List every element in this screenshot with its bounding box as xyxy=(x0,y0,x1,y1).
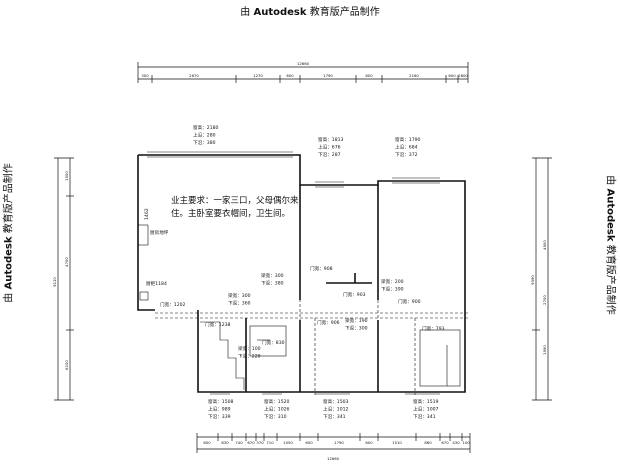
dimension-right-segment: 2700 xyxy=(542,295,547,305)
dimension-left-total: 9110 xyxy=(52,277,57,287)
window-label: 窗高：1790 xyxy=(395,136,421,143)
window-label: 上沿：280 xyxy=(193,132,216,139)
door-label: 门宽：908 xyxy=(310,265,333,272)
dimension-right-segment: 1990 xyxy=(542,345,547,355)
beam-label: 下返：390 xyxy=(381,286,404,293)
window-label: 上沿：989 xyxy=(208,406,231,413)
beam-label: 下返：300 xyxy=(345,325,368,332)
door-label: 门宽：900 xyxy=(398,298,421,305)
dimension-top-segment: 2160 xyxy=(409,73,419,78)
dimension-top-segment: 2800 xyxy=(458,73,468,78)
beam-label: 下返：380 xyxy=(261,280,284,287)
owner-requirement-note: 业主要求：一家三口，父母偶尔来住。主卧室要衣帽间，卫生间。 xyxy=(171,196,299,219)
dimension-top-segment: 2670 xyxy=(189,73,199,78)
window-label: 下沿：372 xyxy=(395,151,418,158)
beam-label: 下返：220 xyxy=(238,353,261,360)
dimension-left-segment: 6100 xyxy=(64,360,69,370)
dimension-bottom-segment: 100 xyxy=(462,440,470,445)
watermark-top: 由 Autodesk 教育版产品制作 xyxy=(240,7,380,18)
dimension-bottom-segment: 1790 xyxy=(334,440,344,445)
window-label: 窗高：1508 xyxy=(208,398,234,405)
beam-label: 梁宽：200 xyxy=(381,278,404,285)
dimension-top-segment: 600 xyxy=(286,73,294,78)
dimension-bottom-segment: 430 xyxy=(452,440,460,445)
misc-label: 厨房地坪 xyxy=(150,229,169,236)
dimension-bottom-segment: 830 xyxy=(221,440,229,445)
window-label: 下沿：287 xyxy=(318,151,341,158)
dimension-bottom-total: 12660 xyxy=(327,456,340,461)
misc-label: 1462 xyxy=(144,208,150,220)
window-label: 窗高：1503 xyxy=(323,398,349,405)
door-label: 门宽：1202 xyxy=(160,301,186,308)
window-label: 下沿：341 xyxy=(323,413,346,420)
dimension-top-segment: 1270 xyxy=(253,73,263,78)
dimension-top-total: 12660 xyxy=(297,61,310,66)
dimension-bottom-segment: 670 xyxy=(441,440,449,445)
dimension-top-segment: 300 xyxy=(141,73,149,78)
window-label: 窗高：1813 xyxy=(318,136,344,143)
dimension-bottom-segment: 1050 xyxy=(283,440,293,445)
dimension-right-segment: 4900 xyxy=(542,240,547,250)
window-label: 下沿：310 xyxy=(264,413,287,420)
beam-label: 下返：360 xyxy=(228,300,251,307)
window-label: 上沿：676 xyxy=(318,144,341,151)
dimension-left-segment: 1500 xyxy=(64,171,69,181)
door-label: 门宽：903 xyxy=(343,291,366,298)
dimension-bottom-segment: 370 xyxy=(256,440,264,445)
beam-label: 梁宽：100 xyxy=(238,345,261,352)
door-label: 门宽：830 xyxy=(262,339,285,346)
door-label: 门宽：906 xyxy=(317,319,340,326)
dimension-bottom-segment: 600 xyxy=(365,440,373,445)
dimension-left-segment: 4700 xyxy=(64,257,69,267)
dimension-bottom-segment: 860 xyxy=(424,440,432,445)
dimension-bottom-segment: 710 xyxy=(266,440,274,445)
window-label: 窗高：1520 xyxy=(264,398,290,405)
window-label: 上沿：1012 xyxy=(323,406,349,413)
window-label: 上沿：1026 xyxy=(264,406,290,413)
window-label: 窗高：1519 xyxy=(413,398,439,405)
dimension-top-segment: 800 xyxy=(365,73,373,78)
dimension-top-segment: 600 xyxy=(448,73,456,78)
dimension-bottom-segment: 600 xyxy=(305,440,313,445)
window-label: 窗高：2180 xyxy=(193,124,219,131)
dimension-bottom-segment: 1510 xyxy=(392,440,402,445)
beam-label: 梁宽：300 xyxy=(261,272,284,279)
window-label: 下沿：380 xyxy=(193,139,216,146)
dimension-right-total: 9390 xyxy=(530,275,535,285)
dimension-bottom-segment: 600 xyxy=(203,440,211,445)
dimension-bottom-segment: 670 xyxy=(247,440,255,445)
beam-label: 梁宽：190 xyxy=(345,317,368,324)
window-label: 上沿：684 xyxy=(395,144,418,151)
door-label: 门宽：793 xyxy=(422,325,445,332)
window-label: 上沿：1007 xyxy=(413,406,439,413)
window-label: 下沿：339 xyxy=(208,413,231,420)
beam-label: 梁宽：300 xyxy=(228,292,251,299)
window-label: 下沿：341 xyxy=(413,413,436,420)
door-label: 门宽：1238 xyxy=(205,321,231,328)
dimension-bottom-segment: 740 xyxy=(235,440,243,445)
dimension-top-segment: 1790 xyxy=(323,73,333,78)
misc-label: 厨柜1184 xyxy=(146,280,167,287)
